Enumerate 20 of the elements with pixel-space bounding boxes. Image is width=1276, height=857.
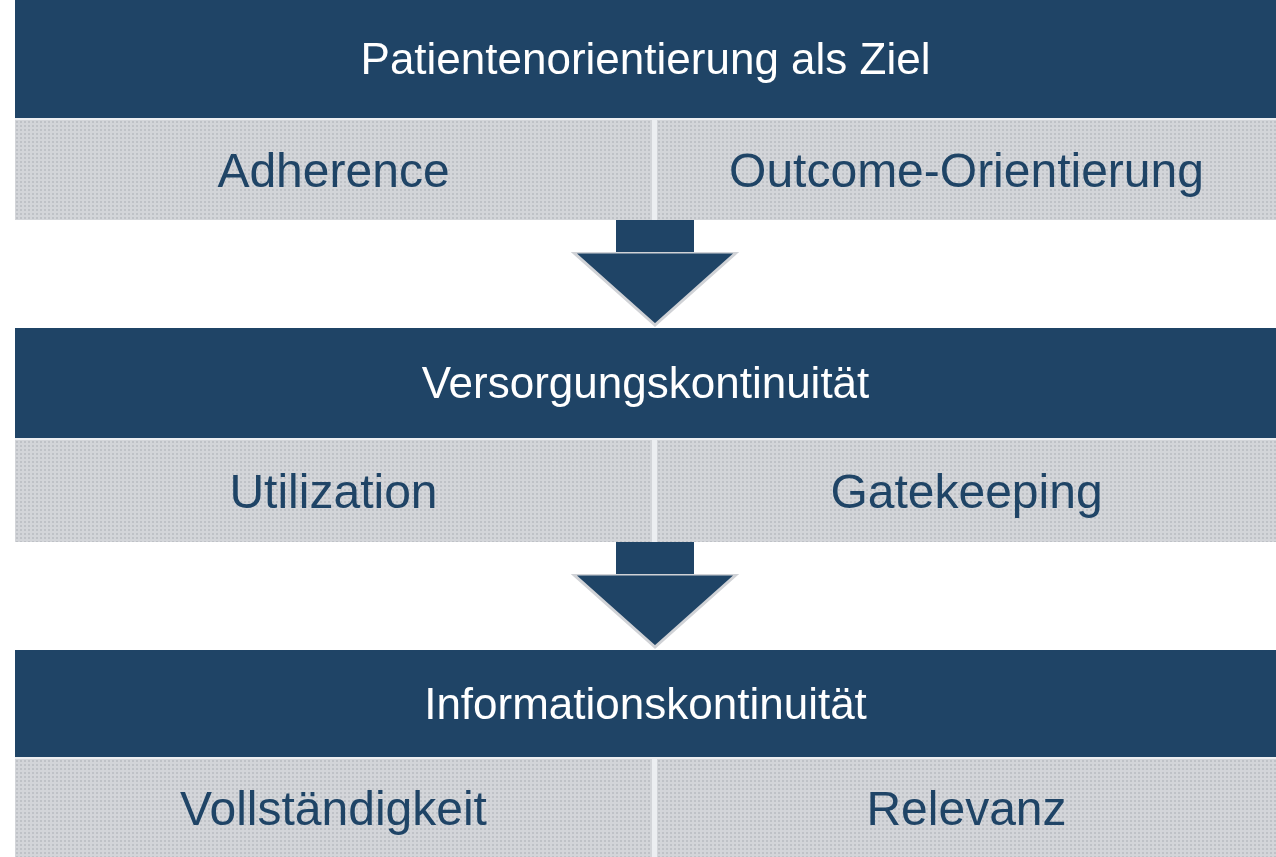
category-cell (15, 440, 652, 542)
header-title: Versorgungskontinuität (421, 358, 870, 408)
category-label: Gatekeeping (830, 463, 1103, 519)
header-band (15, 0, 1276, 118)
down-arrow (571, 541, 739, 649)
category-cell (657, 440, 1276, 542)
header-band (15, 650, 1276, 757)
category-cell (657, 120, 1276, 220)
down-arrow (571, 219, 739, 327)
category-cell (657, 759, 1276, 857)
category-label: Adherence (217, 142, 450, 198)
category-label: Outcome-Orientierung (729, 142, 1204, 198)
category-label: Vollständigkeit (180, 780, 487, 836)
header-title: Informationskontinuität (424, 678, 867, 729)
header-band (15, 328, 1276, 438)
category-cell (15, 120, 652, 220)
header-title: Patientenorientierung als Ziel (360, 34, 931, 84)
category-cell (15, 759, 652, 857)
category-label: Utilization (229, 463, 438, 519)
category-label: Relevanz (866, 780, 1067, 836)
